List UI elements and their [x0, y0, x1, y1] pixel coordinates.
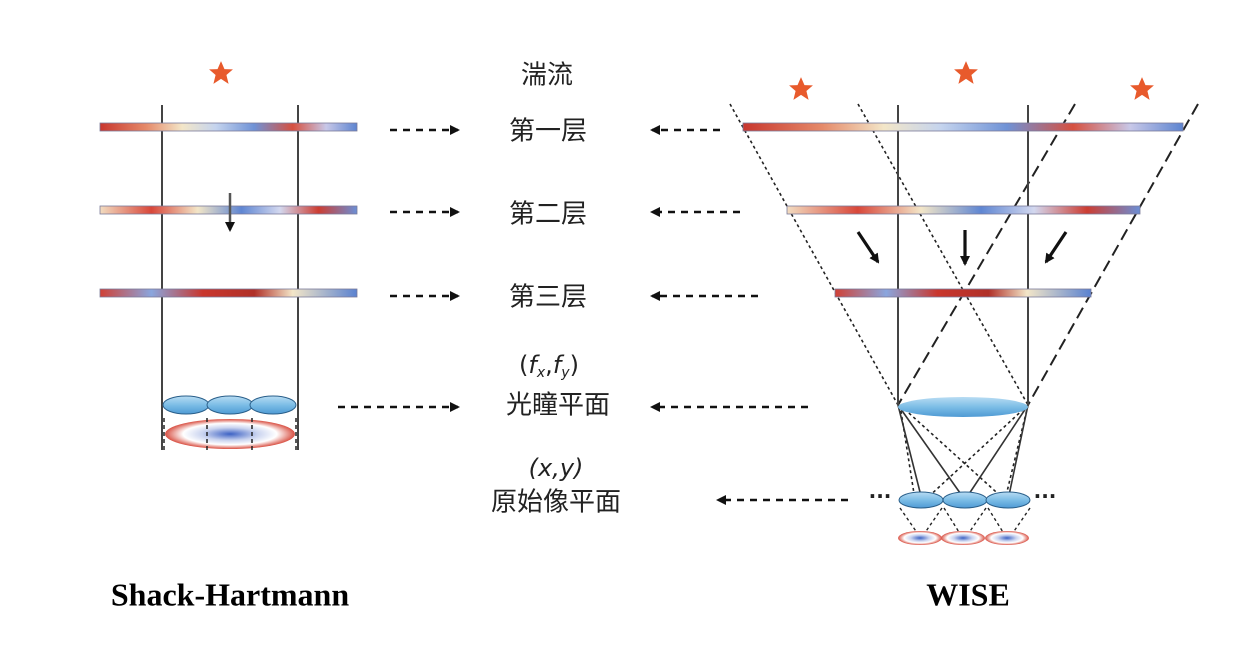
coord-close: ) [569, 351, 579, 379]
wise-title: WISE [926, 576, 1010, 613]
diagonal-arrow [856, 231, 880, 264]
spot-pattern [985, 531, 1029, 545]
star-icon [1130, 77, 1154, 100]
lenslet [985, 491, 1031, 509]
right-layer-2 [786, 205, 1141, 215]
coord-sep: , [545, 351, 553, 379]
layer-3-label: 第三层 [508, 282, 588, 313]
spot-pattern [165, 419, 295, 449]
left-layer-1 [99, 122, 358, 132]
star-icon [954, 61, 978, 84]
coord-open: ( [519, 351, 529, 379]
shack-hartmann-title: Shack-Hartmann [110, 576, 350, 613]
ellipsis-right: ··· [1033, 484, 1057, 508]
lenslet [898, 491, 944, 509]
spot-pattern [941, 531, 985, 545]
lenslet [162, 395, 210, 415]
star-icon [789, 77, 813, 100]
coord-sub-x: x [536, 365, 546, 381]
lenslet [249, 395, 297, 415]
right-layer-1 [742, 122, 1184, 132]
coord-f: f [552, 351, 562, 379]
ellipsis-left: ··· [868, 484, 892, 508]
spot-pattern [898, 531, 942, 545]
lenslet [942, 491, 988, 509]
turbulence-label: 湍流 [520, 60, 574, 91]
image-plane-label: 原始像平面 [490, 487, 622, 518]
pupil-coordinates: (fx,fy) [519, 351, 579, 381]
right-layer-3 [834, 288, 1092, 298]
pupil-lens [898, 397, 1028, 417]
layer-2-label: 第二层 [508, 199, 588, 230]
image-coordinates: (x,y) [528, 454, 584, 482]
diagonal-arrow [1044, 231, 1068, 264]
left-layer-3 [99, 288, 358, 298]
star-icon [209, 61, 233, 84]
layer-1-label: 第一层 [508, 116, 588, 147]
lenslet [206, 395, 254, 415]
coord-sub-y: y [561, 365, 570, 381]
pupil-plane-label: 光瞳平面 [505, 390, 611, 421]
left-layer-2 [99, 205, 358, 215]
coord-f: f [528, 351, 537, 379]
